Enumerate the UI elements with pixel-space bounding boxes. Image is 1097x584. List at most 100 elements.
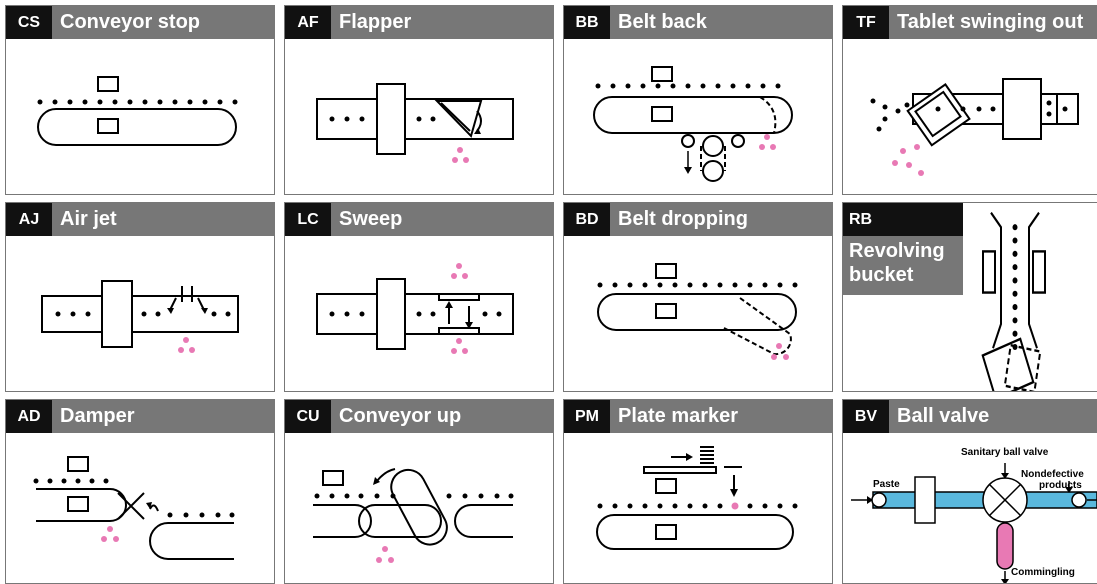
- panel-header: AF Flapper: [285, 6, 553, 39]
- panel-conveyor-up: CU Conveyor up: [284, 399, 554, 584]
- panel-header: BV Ball valve: [843, 400, 1097, 433]
- tablet-dot: [672, 282, 678, 288]
- panel-sweep: LC Sweep: [284, 202, 554, 392]
- tablet-dot: [657, 282, 663, 288]
- tablet-dot: [792, 282, 798, 288]
- belt-back-diagram: [593, 66, 793, 182]
- tablet-dot: [172, 99, 178, 105]
- tablet-dot: [127, 99, 133, 105]
- tablet-swinging-out-diagram: [870, 78, 1079, 176]
- tablet-dot: [700, 83, 706, 89]
- panel-header: PM Plate marker: [564, 400, 832, 433]
- tablet-dot: [670, 83, 676, 89]
- panel-code: AJ: [6, 203, 52, 236]
- panel-title: Conveyor up: [339, 405, 462, 427]
- tablet-dot: [1012, 237, 1018, 244]
- tablet-dot: [687, 282, 693, 288]
- panel-flapper: AF Flapper: [284, 5, 554, 195]
- tablet-dot: [717, 503, 723, 509]
- panel-header: RB Revolving bucket: [843, 203, 963, 295]
- tablet-dot: [747, 503, 753, 509]
- panel-code: CS: [6, 6, 52, 39]
- panel-header: AJ Air jet: [6, 203, 274, 236]
- air-jet-diagram: [41, 280, 239, 353]
- tablet-dot: [595, 83, 601, 89]
- panel-code: LC: [285, 203, 331, 236]
- tablet-dot: [640, 83, 646, 89]
- panel-header: BD Belt dropping: [564, 203, 832, 236]
- conveyor-up-diagram: [313, 468, 514, 563]
- tablet-dot: [702, 503, 708, 509]
- flapper-diagram: [316, 83, 514, 163]
- tablet-dot: [157, 99, 163, 105]
- tablet-dot: [597, 282, 603, 288]
- tablet-dot: [1012, 290, 1018, 297]
- tablet-dot: [685, 83, 691, 89]
- panel-tablet-swinging-out: TF Tablet swinging out: [842, 5, 1097, 195]
- tablet-dot: [625, 83, 631, 89]
- tablet-dot: [777, 282, 783, 288]
- tablet-dot: [627, 503, 633, 509]
- tablet-dot: [762, 282, 768, 288]
- tablet-dot: [702, 282, 708, 288]
- tablet-dot: [642, 282, 648, 288]
- tablet-dot: [762, 503, 768, 509]
- tablet-dot: [775, 83, 781, 89]
- tablet-dot: [217, 99, 223, 105]
- label-paste: Paste: [873, 479, 900, 490]
- tablet-dot: [232, 99, 238, 105]
- tablet-dot: [1012, 277, 1018, 284]
- tablet-dot: [730, 83, 736, 89]
- panel-title: Damper: [60, 405, 135, 427]
- tablet-dot: [202, 99, 208, 105]
- tablet-dot: [1012, 250, 1018, 257]
- damper-diagram: [33, 456, 235, 560]
- tablet-dot: [97, 99, 103, 105]
- panel-title: Plate marker: [618, 405, 739, 427]
- tablet-dot: [37, 99, 43, 105]
- tablet-dot: [612, 503, 618, 509]
- sweep-diagram: [316, 263, 514, 354]
- tablet-dot: [1012, 317, 1018, 324]
- panel-title: Air jet: [60, 208, 117, 230]
- panel-code: BD: [564, 203, 610, 236]
- panel-header: AD Damper: [6, 400, 274, 433]
- tablet-dot: [655, 83, 661, 89]
- panel-conveyor-stop: CS Conveyor stop: [5, 5, 275, 195]
- panel-air-jet: AJ Air jet: [5, 202, 275, 392]
- panel-title: Revolving bucket: [849, 239, 945, 287]
- panel-title: Tablet swinging out: [897, 11, 1084, 33]
- tablet-dot: [1012, 330, 1018, 337]
- tablet-dot: [1012, 304, 1018, 311]
- panel-title-line-1: Revolving: [849, 240, 945, 262]
- tablet-dot: [187, 99, 193, 105]
- tablet-dot: [642, 503, 648, 509]
- tablet-dot: [1012, 264, 1018, 271]
- belt-dropping-diagram: [597, 263, 798, 360]
- panel-code: AD: [6, 400, 52, 433]
- tablet-dot: [1012, 343, 1018, 351]
- label-nondefective: Nondefective: [1021, 469, 1084, 480]
- panel-damper: AD Damper: [5, 399, 275, 584]
- panel-title: Sweep: [339, 208, 403, 230]
- tablet-dot: [612, 282, 618, 288]
- tablet-dot: [52, 99, 58, 105]
- marked-tablet: [731, 502, 739, 510]
- panel-code: AF: [285, 6, 331, 39]
- panel-title: Flapper: [339, 11, 412, 33]
- tablet-dot: [610, 83, 616, 89]
- panel-code: PM: [564, 400, 610, 433]
- panel-code: BB: [564, 6, 610, 39]
- tablet-dot: [745, 83, 751, 89]
- panel-title: Ball valve: [897, 405, 990, 427]
- revolving-bucket-diagram: [981, 211, 1046, 391]
- tablet-dot: [732, 282, 738, 288]
- panel-code: BV: [843, 400, 889, 433]
- panel-header: TF Tablet swinging out: [843, 6, 1097, 39]
- plate-marker-diagram: [596, 446, 798, 550]
- panel-title: Conveyor stop: [60, 11, 201, 33]
- tablet-dot: [777, 503, 783, 509]
- tablet-dot: [792, 503, 798, 509]
- panel-title: Belt dropping: [618, 208, 748, 230]
- panel-header: CU Conveyor up: [285, 400, 553, 433]
